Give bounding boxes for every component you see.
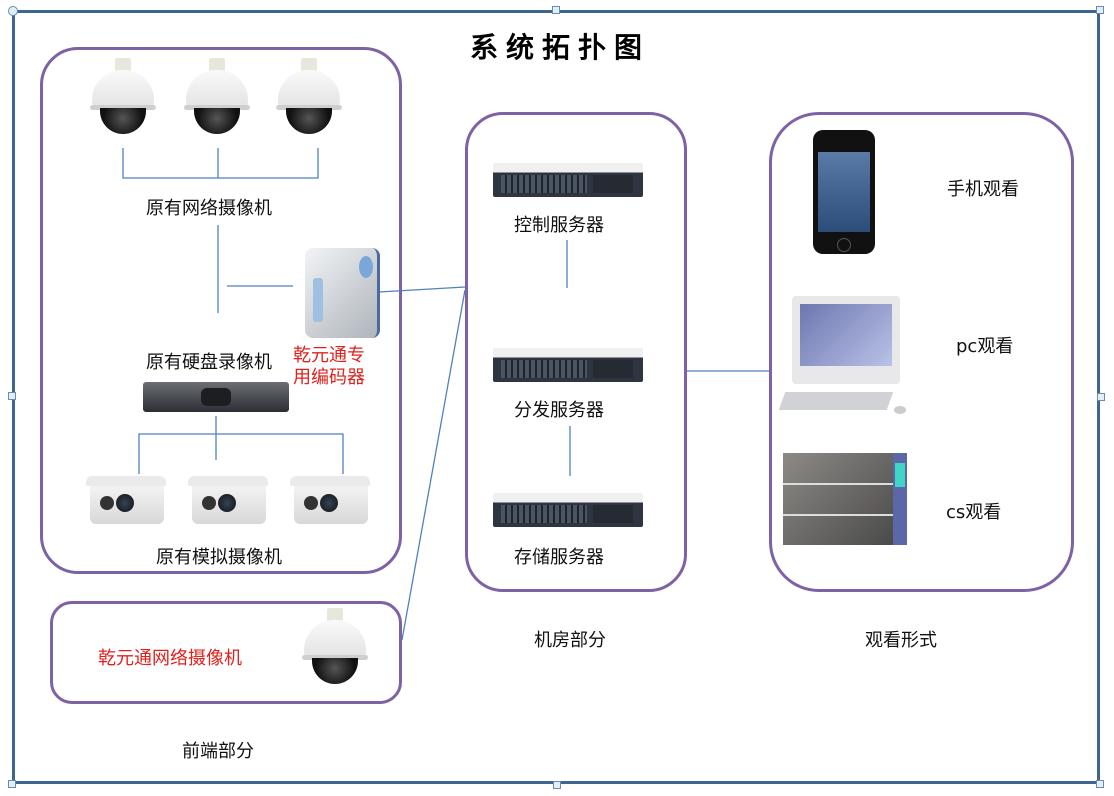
resize-handle-bottom-left[interactable] [8, 780, 16, 788]
bullet-camera-icon [290, 474, 372, 526]
resize-handle-bottom-right[interactable] [1096, 780, 1104, 788]
server-label-control: 控制服务器 [514, 215, 604, 236]
front-end-existing-group [40, 47, 402, 574]
rack-server-icon [493, 348, 643, 382]
encoder-to-server-line [378, 286, 466, 293]
server-label-storage: 存储服务器 [514, 547, 604, 568]
viewing-group [769, 112, 1074, 592]
network-camera-bus [122, 148, 319, 179]
server-room-section-label: 机房部分 [534, 630, 606, 651]
existing-dvr-label: 原有硬盘录像机 [146, 352, 272, 373]
encoder-label-line1: 乾元通专 [293, 345, 365, 366]
viewing-mode-pc: pc观看 [956, 336, 1014, 357]
camera-to-server-line [401, 289, 466, 641]
dome-camera-icon [86, 58, 160, 138]
dome-camera-icon [180, 58, 254, 138]
desktop-pc-icon [778, 296, 912, 420]
front-end-new-group [50, 601, 402, 704]
viewing-section-label: 观看形式 [865, 630, 937, 651]
analog-camera-bus [138, 416, 344, 474]
server-room-group [465, 112, 687, 592]
smartphone-icon [813, 130, 875, 254]
bullet-camera-icon [86, 474, 168, 526]
existing-network-camera-label: 原有网络摄像机 [146, 198, 272, 219]
server-label-distribution: 分发服务器 [514, 400, 604, 421]
viewing-mode-cs: cs观看 [946, 502, 1002, 523]
dvr-icon [143, 382, 289, 412]
resize-handle-bottom[interactable] [553, 781, 561, 789]
encoder-label-line2: 用编码器 [293, 367, 365, 388]
diagram-title: 系统拓扑图 [470, 31, 651, 64]
front-end-section-label: 前端部分 [182, 741, 254, 762]
dome-camera-icon [272, 58, 346, 138]
resize-handle-top[interactable] [552, 6, 560, 14]
rack-server-icon [493, 493, 643, 527]
existing-analog-camera-label: 原有模拟摄像机 [156, 547, 282, 568]
viewing-mode-mobile: 手机观看 [947, 179, 1019, 200]
cs-client-icon [783, 453, 907, 545]
resize-handle-right[interactable] [1097, 393, 1105, 401]
encoder-icon [305, 248, 380, 338]
resize-handle-left[interactable] [8, 392, 16, 400]
resize-handle-top-right[interactable] [1096, 6, 1104, 14]
bullet-camera-icon [188, 474, 270, 526]
rack-server-icon [493, 163, 643, 197]
resize-handle-top-left[interactable] [8, 6, 18, 16]
dome-camera-icon [298, 608, 372, 688]
qyt-network-camera-label: 乾元通网络摄像机 [98, 648, 242, 669]
